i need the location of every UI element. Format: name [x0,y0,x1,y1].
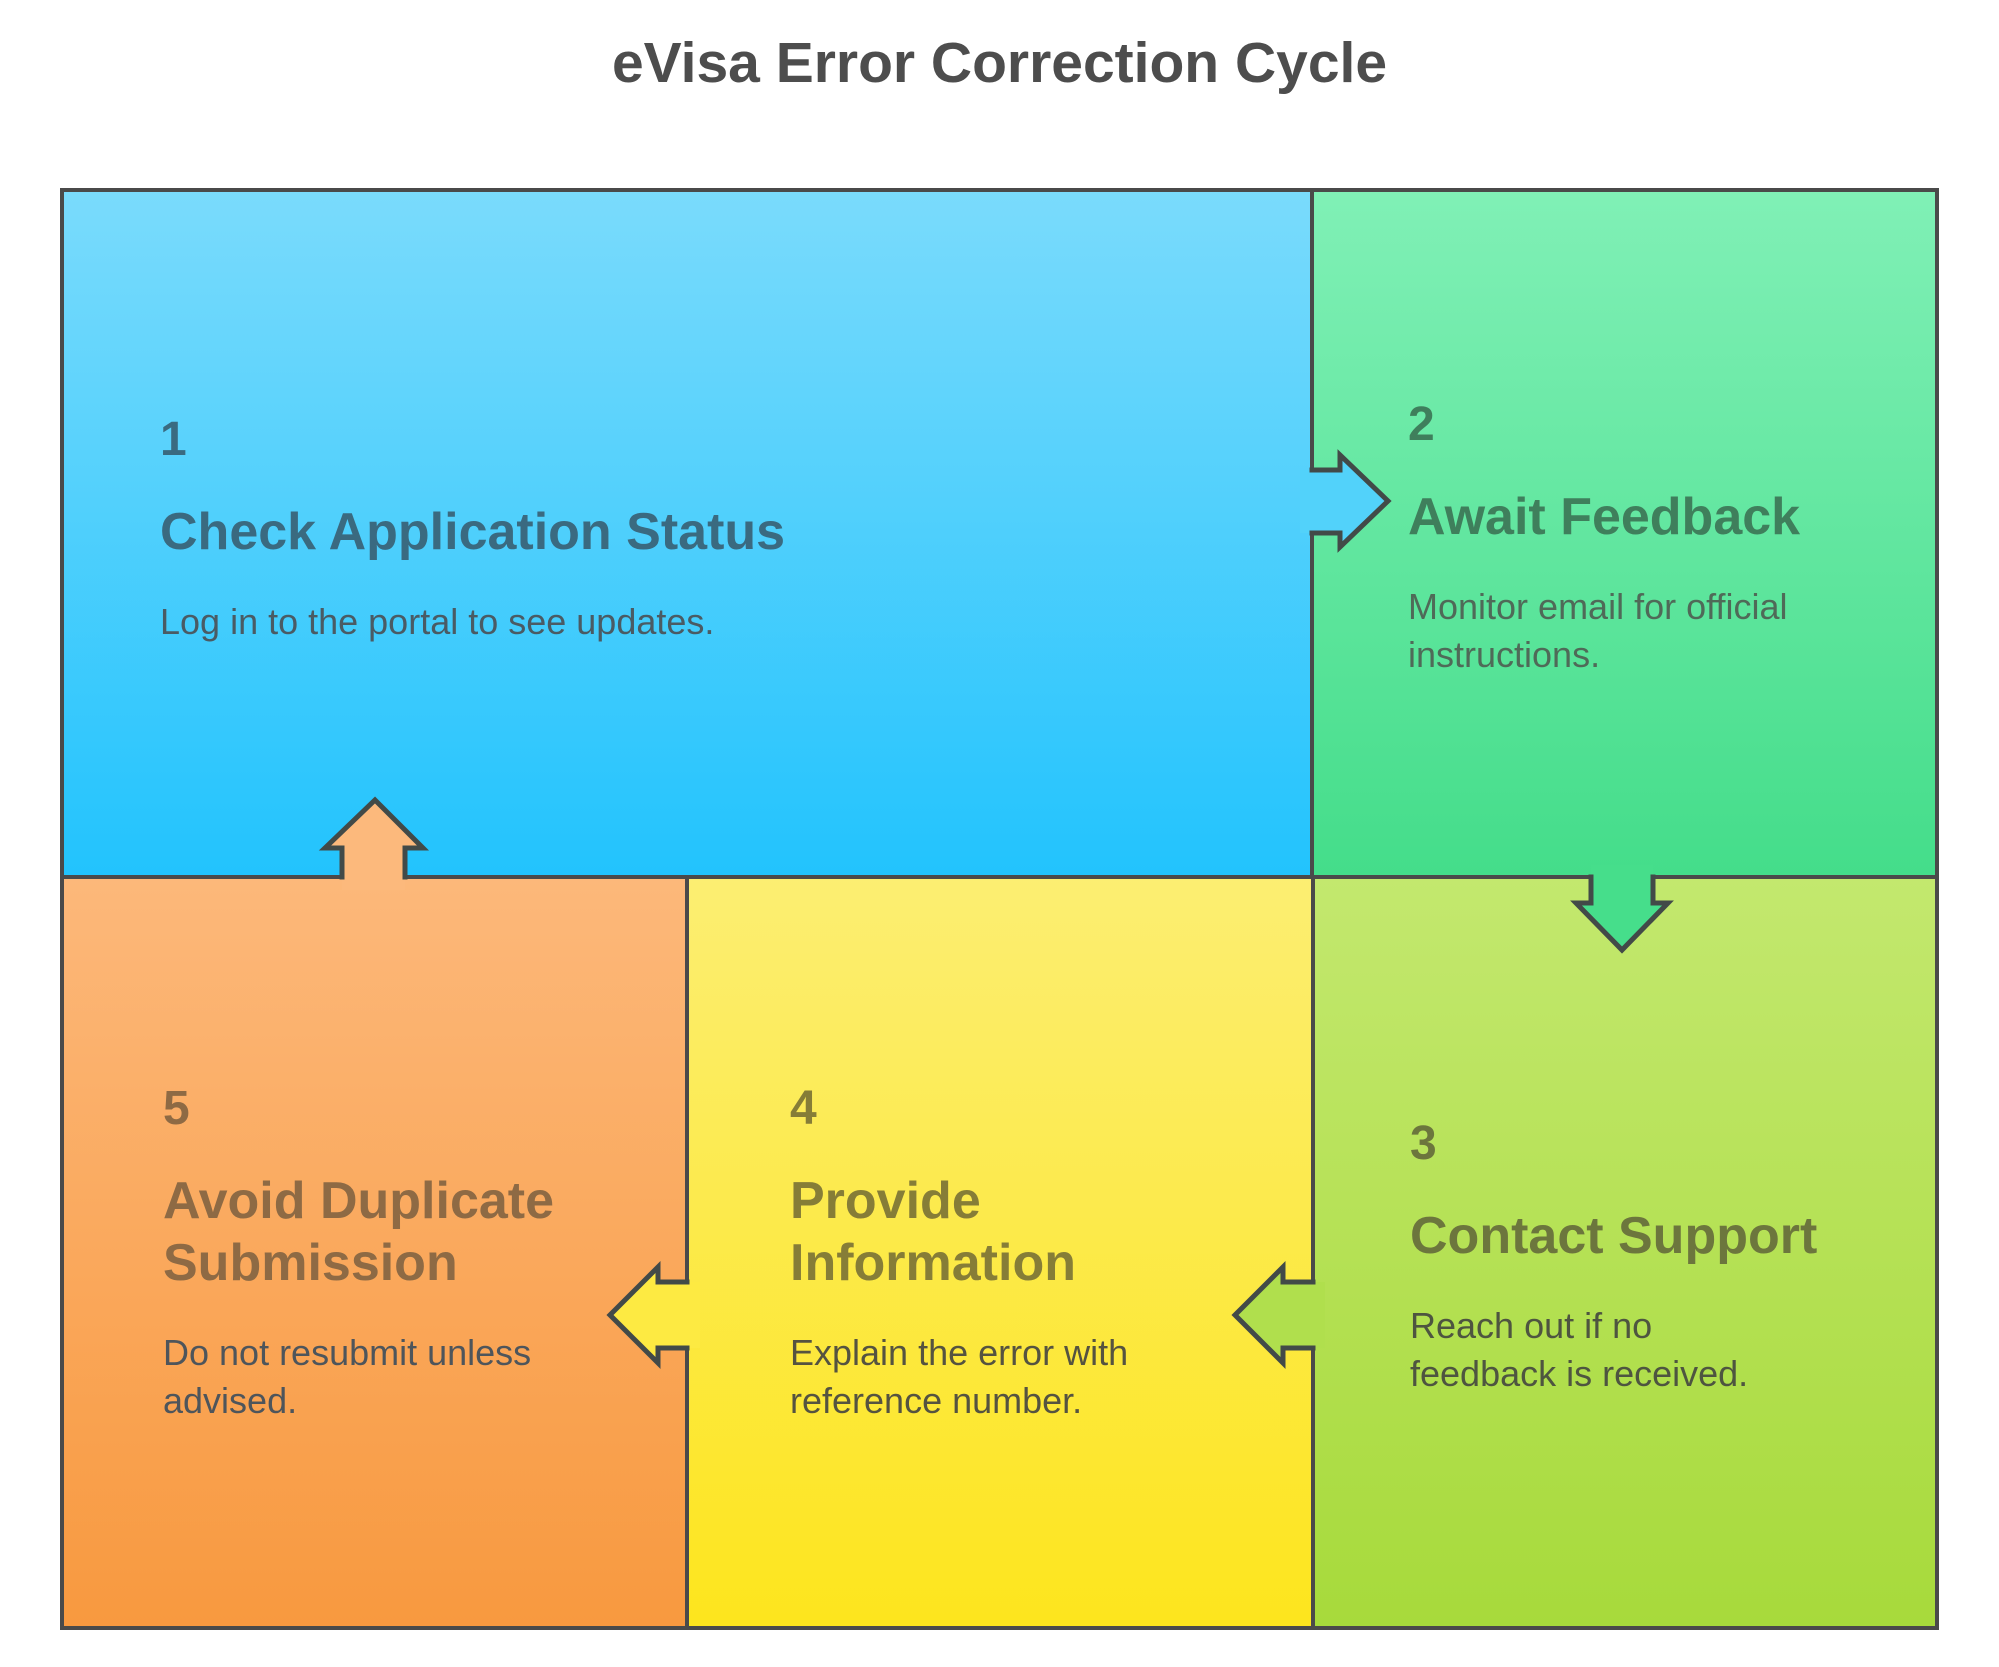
arrow-1-to-2-fill [1300,455,1388,547]
arrow-3-to-4-fill [1235,1267,1325,1363]
arrow-5-to-1-fill [325,800,423,890]
arrow-2-to-3-fill [1576,865,1668,950]
panel-3-description: Reach out if no feedback is received. [1410,1305,1749,1394]
panel-1-shape [62,190,1312,877]
panel-2-number: 2 [1408,398,1435,451]
outer-border [60,188,1939,1630]
panel-5-content: 5 Avoid Duplicate Submission Do not resu… [163,1081,554,1425]
panel-2-shape [1312,190,1937,877]
panel-4-heading: Provide Information [790,1172,1076,1292]
panel-1-number: 1 [160,413,187,466]
panel-5-shape [62,877,687,1628]
panel-dividers [62,190,1937,1628]
arrow-4-to-5-icon [606,1260,690,1370]
panel-4-description: Explain the error with reference number. [790,1332,1129,1421]
panel-3-content: 3 Contact Support Reach out if no feedba… [1410,1116,1817,1398]
panel-3-shape [1313,877,1937,1628]
page-title: eVisa Error Correction Cycle [611,31,1388,95]
panel-2-description: Monitor email for official instructions. [1408,586,1788,675]
arrow-3-to-4-icon [1231,1260,1316,1370]
arrow-4-to-5-fill [610,1267,700,1363]
panel-1-content: 1 Check Application Status Log in to the… [160,412,785,646]
arrow-5-to-1-icon [318,796,430,880]
panel-2-heading: Await Feedback [1408,488,1801,546]
arrow-1-to-2-icon [1309,449,1392,553]
panel-3-number: 3 [1410,1117,1437,1170]
panel-4-number: 4 [790,1082,817,1135]
panel-2-content: 2 Await Feedback Monitor email for offic… [1408,397,1800,679]
panel-5-number: 5 [163,1082,190,1135]
panel-1-heading: Check Application Status [160,503,786,561]
panel-1-description: Log in to the portal to see updates. [160,601,715,642]
panel-5-heading: Avoid Duplicate Submission [163,1172,555,1292]
panel-3-heading: Contact Support [1410,1207,1818,1265]
arrow-2-to-3-icon [1570,874,1674,954]
panel-5-description: Do not resubmit unless advised. [163,1332,532,1421]
panel-4-content: 4 Provide Information Explain the error … [790,1081,1128,1425]
panel-4-shape [687,877,1313,1628]
